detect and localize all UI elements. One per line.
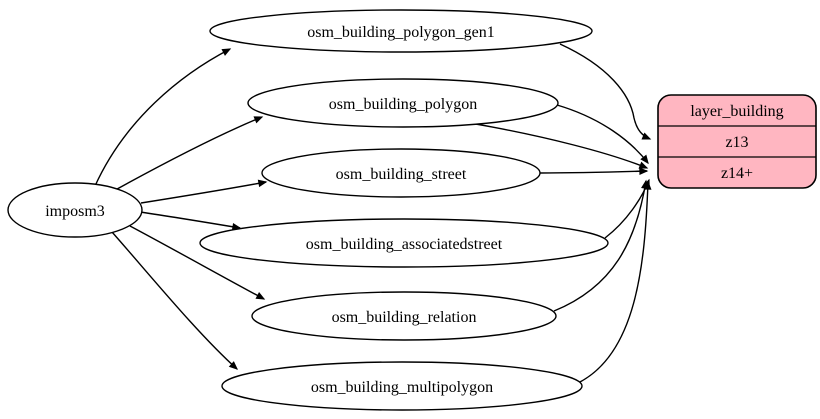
node-osm_building_street: osm_building_street bbox=[261, 148, 541, 198]
layer-row-z13: z13 bbox=[725, 134, 748, 151]
table-ellipse bbox=[247, 78, 559, 128]
table-label: osm_building_relation bbox=[332, 309, 477, 326]
table-label: osm_building_polygon_gen1 bbox=[307, 24, 495, 41]
edge-osm_building_multipolygon-z14plus bbox=[577, 180, 652, 384]
table-ellipse bbox=[199, 218, 609, 268]
edge-imposm3-osm_building_street bbox=[140, 179, 268, 204]
edge-imposm3-osm_building_multipolygon bbox=[111, 231, 239, 370]
imposm3-ellipse bbox=[7, 182, 143, 238]
edge-osm_building_relation-z14plus bbox=[553, 179, 649, 312]
table-label: osm_building_associatedstreet bbox=[306, 236, 503, 253]
edge-osm_building_polygon_gen1-z13 bbox=[559, 43, 652, 140]
edge-imposm3-osm_building_polygon bbox=[107, 116, 264, 195]
node-imposm3: imposm3 bbox=[7, 182, 143, 238]
node-osm_building_polygon: osm_building_polygon bbox=[247, 78, 559, 128]
layer-building-box bbox=[657, 94, 817, 189]
edge-osm_building_polygon-z14plus-a bbox=[556, 104, 649, 165]
edges-tables-to-layer bbox=[469, 43, 652, 384]
edges-source-to-tables bbox=[94, 48, 268, 370]
edge-osm_building_street-z14plus bbox=[539, 167, 649, 176]
node-osm_building_polygon_gen1: osm_building_polygon_gen1 bbox=[209, 9, 593, 53]
table-label: osm_building_polygon bbox=[329, 96, 477, 113]
table-ellipse bbox=[209, 9, 593, 53]
edge-osm_building_polygon-z14plus-b bbox=[469, 122, 649, 169]
table-ellipse bbox=[221, 361, 583, 411]
edge-imposm3-osm_building_polygon_gen1 bbox=[94, 48, 232, 187]
imposm3-label: imposm3 bbox=[45, 203, 105, 220]
table-ellipse bbox=[261, 148, 541, 198]
table-label: osm_building_street bbox=[336, 166, 467, 183]
table-ellipse bbox=[251, 291, 557, 341]
edge-imposm3-osm_building_relation bbox=[129, 225, 266, 300]
edge-imposm3-osm_building_associatedstreet bbox=[139, 211, 242, 231]
node-osm_building_relation: osm_building_relation bbox=[251, 291, 557, 341]
node-osm_building_multipolygon: osm_building_multipolygon bbox=[221, 361, 583, 411]
node-layer_building: layer_building z13 z14+ bbox=[657, 94, 817, 189]
layer-title: layer_building bbox=[690, 103, 783, 120]
edge-osm_building_associatedstreet-z14plus bbox=[604, 178, 650, 239]
table-label: osm_building_multipolygon bbox=[311, 379, 493, 396]
layer-row-z14plus: z14+ bbox=[721, 165, 753, 182]
node-osm_building_associatedstreet: osm_building_associatedstreet bbox=[199, 218, 609, 268]
